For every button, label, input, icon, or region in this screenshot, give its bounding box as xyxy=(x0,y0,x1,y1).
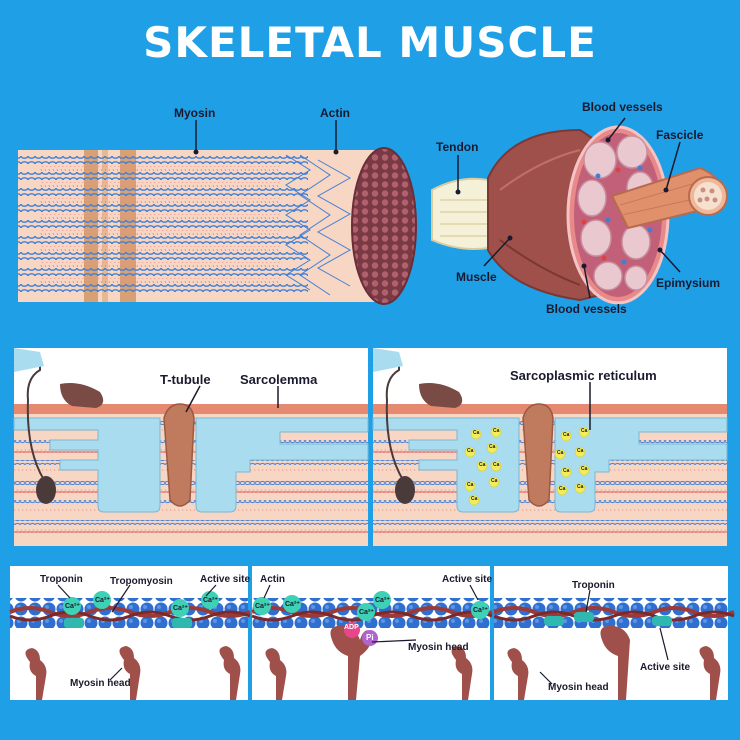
label-sarcolemma: Sarcolemma xyxy=(240,372,318,387)
sr-calcium-label: Ca xyxy=(493,462,500,468)
label-troponin-1: Troponin xyxy=(40,574,83,585)
label-myosin-head-2: Myosin head xyxy=(408,642,469,653)
ca-label: Ca²⁺ xyxy=(359,609,374,616)
myofibril xyxy=(18,147,417,305)
label-myosin-head-1: Myosin head xyxy=(70,678,131,689)
page-title: SKELETAL MUSCLE xyxy=(143,18,597,67)
ca-label: Ca²⁺ xyxy=(255,603,270,610)
label-actin-2: Actin xyxy=(260,574,285,585)
sr-calcium-label: Ca xyxy=(559,486,566,492)
sr-calcium-label: Ca xyxy=(467,482,474,488)
label-active-site-1: Active site xyxy=(200,574,251,585)
label-muscle: Muscle xyxy=(456,270,497,284)
sr-calcium-label: Ca xyxy=(563,432,570,438)
label-active-site-2: Active site xyxy=(442,574,493,585)
ca-label: Ca²⁺ xyxy=(173,605,188,612)
label-adp: ADP xyxy=(344,624,359,631)
label-fascicle: Fascicle xyxy=(656,128,704,142)
sr-calcium-label: Ca xyxy=(581,466,588,472)
label-myosin-head-3: Myosin head xyxy=(548,682,609,693)
label-t-tubule: T-tubule xyxy=(160,372,211,387)
sr-calcium-label: Ca xyxy=(581,428,588,434)
ca-label: Ca²⁺ xyxy=(65,603,80,610)
sr-calcium-label: Ca xyxy=(563,468,570,474)
label-troponin-3: Troponin xyxy=(572,580,615,591)
label-pi: Pi xyxy=(366,633,374,642)
sr-calcium-label: Ca xyxy=(577,448,584,454)
bottom-panel-3 xyxy=(493,566,735,700)
label-myosin: Myosin xyxy=(174,106,216,120)
label-tendon: Tendon xyxy=(436,140,479,154)
ca-label: Ca²⁺ xyxy=(95,597,110,604)
ca-label: Ca²⁺ xyxy=(473,607,488,614)
label-blood-vessels-top: Blood vessels xyxy=(582,100,663,114)
middle-panel-right xyxy=(372,348,728,546)
bottom-panel-2 xyxy=(251,566,493,700)
whole-muscle xyxy=(431,125,728,305)
sr-calcium-label: Ca xyxy=(493,428,500,434)
sr-calcium-label: Ca xyxy=(557,450,564,456)
ca-label: Ca²⁺ xyxy=(285,601,300,608)
sr-calcium-label: Ca xyxy=(491,478,498,484)
sr-calcium-label: Ca xyxy=(471,496,478,502)
sr-calcium-label: Ca xyxy=(577,484,584,490)
label-epimysium: Epimysium xyxy=(656,276,721,290)
sr-calcium-label: Ca xyxy=(489,444,496,450)
label-blood-vessels-bottom: Blood vessels xyxy=(546,302,627,316)
ca-label: Ca²⁺ xyxy=(375,597,390,604)
label-active-site-3: Active site xyxy=(640,662,691,673)
sr-calcium-label: Ca xyxy=(467,448,474,454)
bottom-panel-1 xyxy=(9,566,251,700)
label-sarcoplasmic-reticulum: Sarcoplasmic reticulum xyxy=(510,368,657,383)
ca-label: Ca²⁺ xyxy=(203,597,218,604)
label-tropomyosin-1: Tropomyosin xyxy=(110,576,173,587)
label-actin: Actin xyxy=(320,106,350,120)
middle-panel-left xyxy=(13,348,369,546)
sr-calcium-label: Ca xyxy=(473,430,480,436)
sr-calcium-label: Ca xyxy=(479,462,486,468)
